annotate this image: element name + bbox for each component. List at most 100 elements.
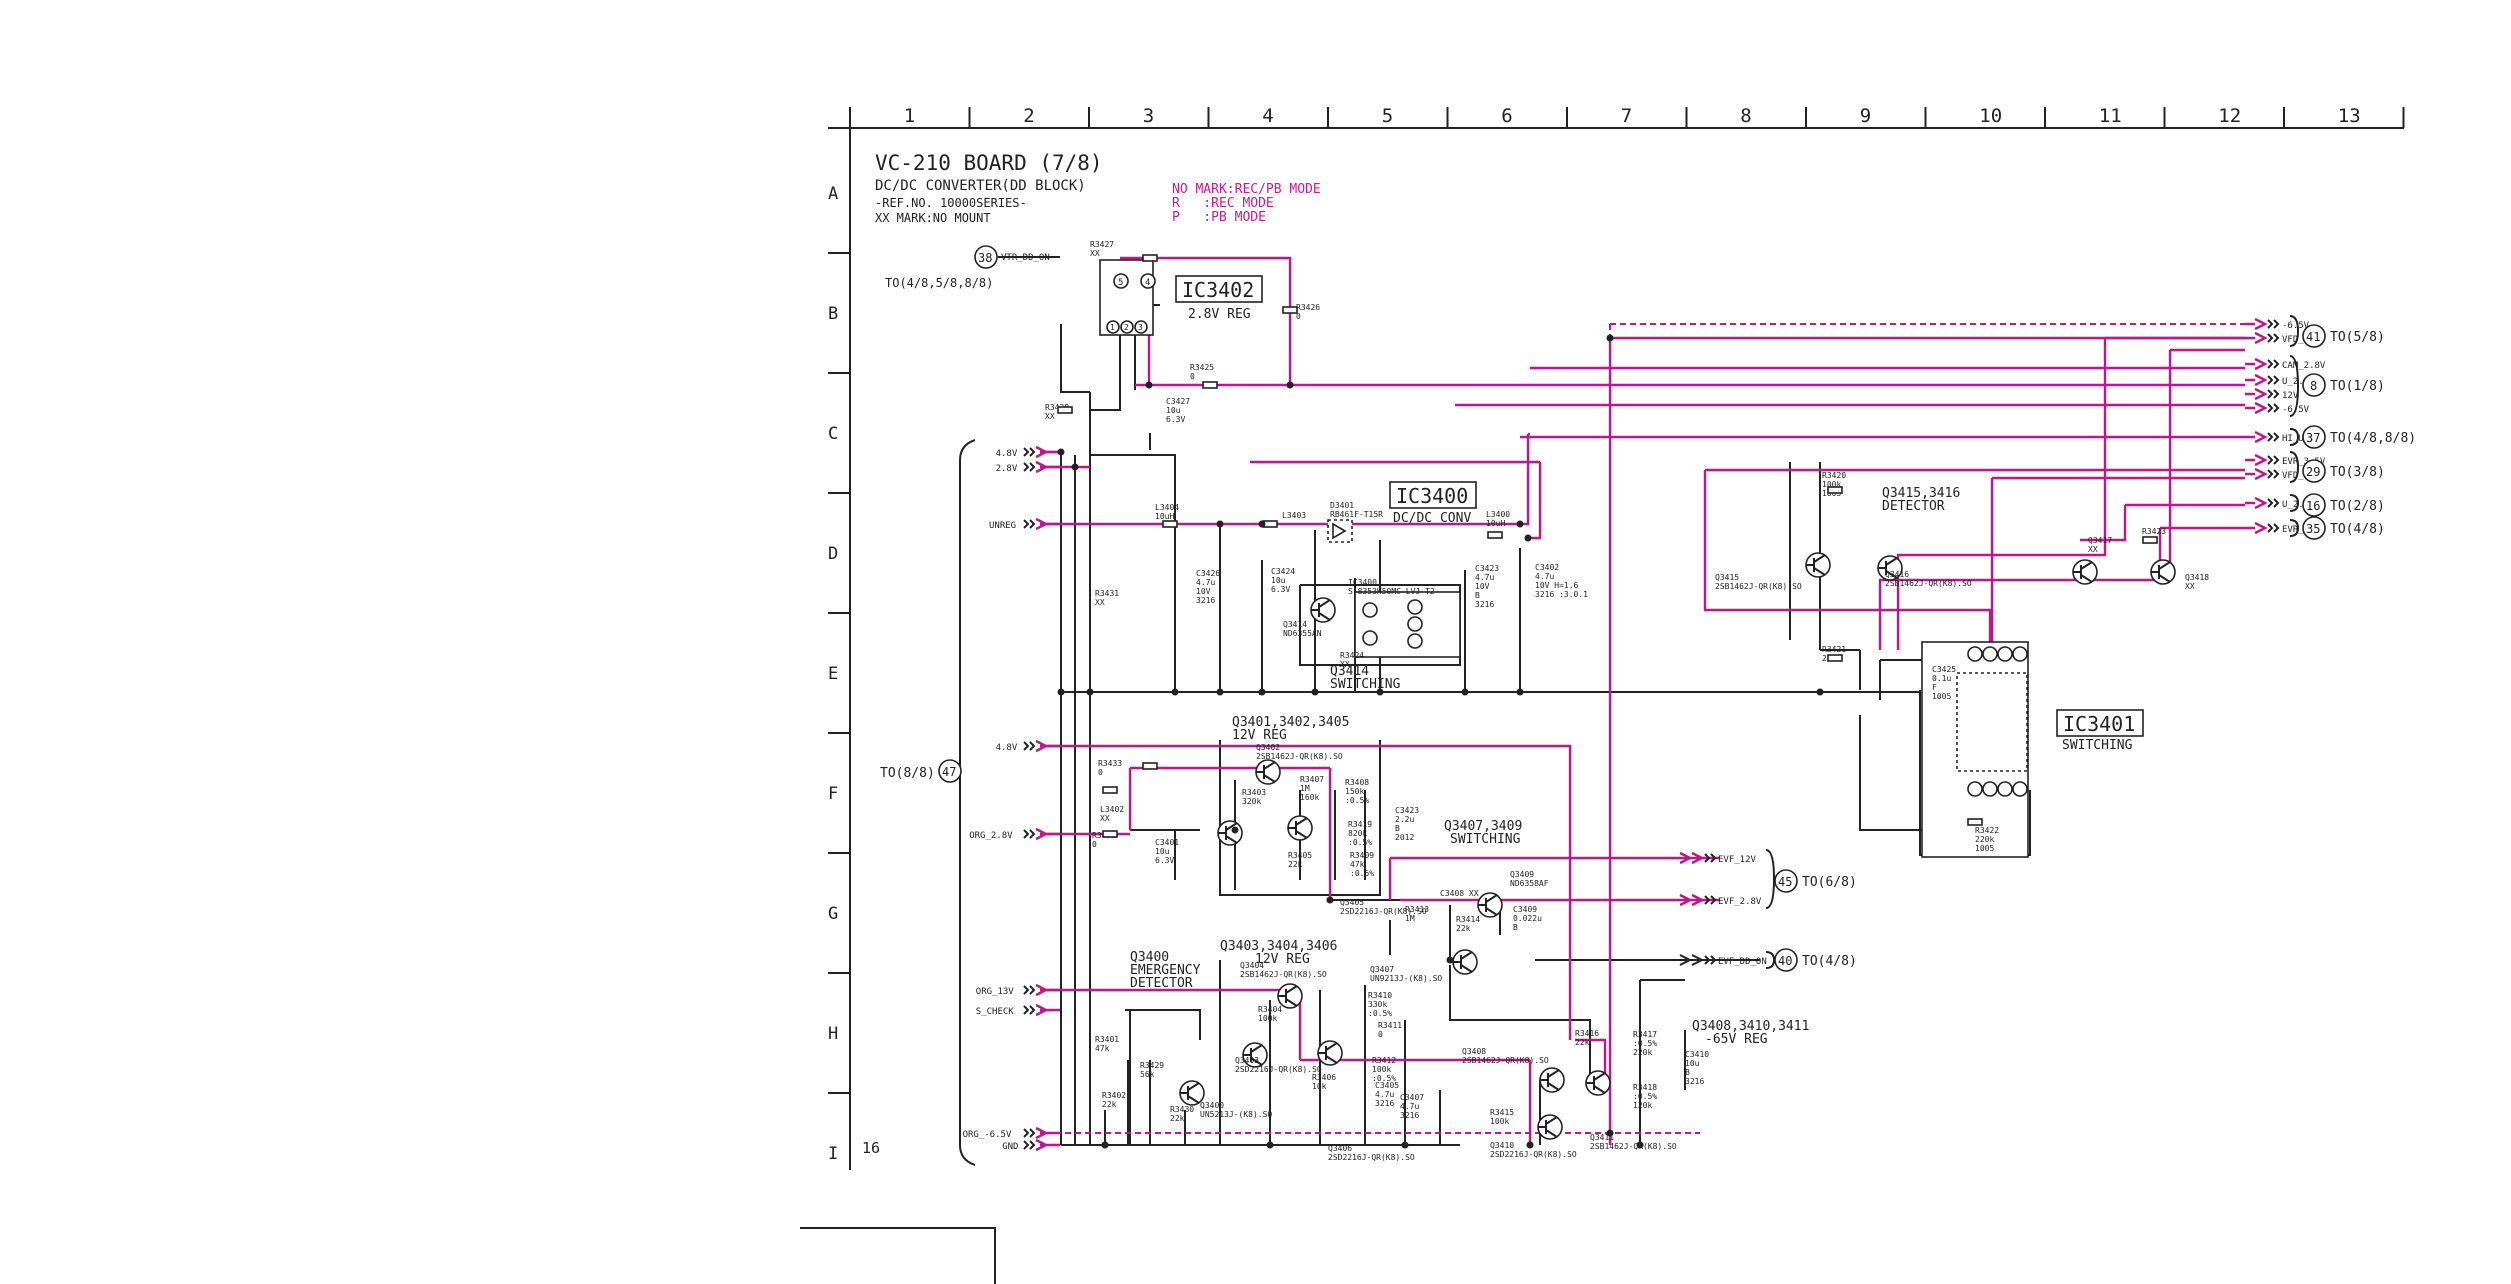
resistor-symbol <box>1827 486 1843 494</box>
output-signal-label: EVR_3.5V <box>2282 457 2326 467</box>
junction-dot <box>1266 1141 1274 1149</box>
transistor-symbol <box>1585 1070 1611 1096</box>
svg-text:4: 4 <box>1145 278 1150 288</box>
component-label: 10u <box>1685 1059 1700 1068</box>
component-label: Q3416 <box>1885 570 1909 579</box>
component-label: 3216 :3.0.1 <box>1535 590 1588 599</box>
transistor-symbol <box>1317 1040 1343 1066</box>
component-label: C3427 <box>1166 397 1190 406</box>
component-label: Q3414 <box>1283 620 1307 629</box>
frame-corner <box>800 1227 996 1284</box>
output-pin <box>2245 357 2280 371</box>
junction-dot <box>1326 896 1334 904</box>
ic3400-block: IC3400 DC/DC CONV <box>1327 481 1477 658</box>
component-label: B <box>1475 591 1480 600</box>
component-label: Q3417 <box>2088 536 2112 545</box>
junction-dot <box>1376 688 1384 696</box>
component-label: 820k <box>1348 829 1367 838</box>
component-label: Q3400 <box>1200 1101 1224 1110</box>
column-label: 13 <box>2338 105 2361 127</box>
junction-dot <box>1606 1129 1614 1137</box>
component-label: B <box>1513 923 1518 932</box>
row-label: G <box>828 904 838 924</box>
connector-41-dest: TO(5/8) <box>2330 330 2385 345</box>
mode-legend-line: NO MARK:REC/PB MODE <box>1172 182 1321 197</box>
input-signal-label: 4.8V <box>996 449 1018 459</box>
component-label: R3433 <box>1098 759 1122 768</box>
connector-8-dest: TO(1/8) <box>2330 379 2385 394</box>
component-label: R3418 <box>1633 1083 1657 1092</box>
component-label: 3216 <box>1196 596 1215 605</box>
component-label: 120k <box>1633 1101 1652 1110</box>
transistor-symbol <box>1805 552 1831 578</box>
ic3401-block: IC3401 SWITCHING <box>1921 641 2144 858</box>
component-labels: R3427XXR34260R34250R3428XXC342710u6.3VL3… <box>1045 240 2209 1162</box>
ic3400-desc: DC/DC CONV <box>1393 511 1471 526</box>
component-label: Q3405 <box>1340 898 1364 907</box>
component-label: R3430 <box>1170 1105 1194 1114</box>
component-label: C3409 <box>1513 905 1537 914</box>
component-label: 1M <box>1300 784 1310 793</box>
component-label: 2SB1462J-QR(K8).SO <box>1256 752 1343 761</box>
component-label: D3401 <box>1330 501 1354 510</box>
component-label: Q3408 <box>1462 1047 1486 1056</box>
q3407-block-function: SWITCHING <box>1450 832 1521 847</box>
component-label: Q3402 <box>1256 743 1280 752</box>
component-label: 3216 <box>1685 1077 1704 1086</box>
component-label: R3411 <box>1378 1021 1402 1030</box>
junction-dot <box>1524 534 1532 542</box>
component-label: 100k <box>1822 480 1841 489</box>
resistor-symbol <box>1967 818 1983 826</box>
q3401-block-title: Q3401,3402,3405 <box>1232 715 1349 730</box>
column-label: 10 <box>1979 105 2002 127</box>
connector-47-number: 47 <box>942 765 956 779</box>
transistor-symbol <box>1179 1080 1205 1106</box>
component-label: 47k <box>1350 860 1365 869</box>
transistor-symbol <box>1310 597 1336 623</box>
connector-37-dest: TO(4/8,8/8) <box>2330 431 2416 446</box>
junction-dot <box>1311 688 1319 696</box>
transistor-symbol <box>1539 1067 1565 1093</box>
component-label: 22k <box>1575 1038 1590 1047</box>
component-label: F <box>1932 683 1937 692</box>
component-label: Q3407 <box>1370 965 1394 974</box>
component-label: ND6355AN <box>1283 629 1322 638</box>
ref-no: -REF.NO. 10000SERIES- <box>875 196 1027 210</box>
row-label: A <box>828 184 838 204</box>
connector-16-dest: TO(2/8) <box>2330 499 2385 514</box>
component-label: 2SB1462J-QR(K8).SO <box>1715 582 1802 591</box>
component-label: R3426 <box>1296 303 1320 312</box>
component-label: 2.2u <box>1395 815 1414 824</box>
component-label: L3404 <box>1155 503 1179 512</box>
output-signal-label: CAM_2.8V <box>2282 361 2326 371</box>
row-label: H <box>828 1024 838 1044</box>
q3403-block-title: Q3403,3404,3406 <box>1220 939 1337 954</box>
q3414-block-function: SWITCHING <box>1330 677 1401 692</box>
junction-dot <box>1216 688 1224 696</box>
connector-40-number: 40 <box>1778 954 1792 968</box>
junction-dot <box>1401 1141 1409 1149</box>
output-pin <box>2245 430 2280 444</box>
component-label: S-8353H50MC-LVJ-T2 <box>1348 587 1435 596</box>
column-label: 12 <box>2218 105 2241 127</box>
column-label: 2 <box>1023 105 1034 127</box>
component-label: 100k <box>1372 1065 1391 1074</box>
output-signal-label: EVF_DD_ON <box>1718 957 1767 967</box>
component-label: Q3404 <box>1240 961 1264 970</box>
resistor-symbol <box>1102 830 1118 838</box>
component-label: 1005 <box>1975 844 1994 853</box>
component-label: :0.5% <box>1633 1092 1657 1101</box>
junction-dot <box>1286 381 1294 389</box>
sheet-subtitle: DC/DC CONVERTER(DD BLOCK) <box>875 178 1086 194</box>
row-label: D <box>828 544 838 564</box>
row-label: F <box>828 784 838 804</box>
transistor-symbol <box>1452 949 1478 975</box>
component-label: 4.7u <box>1535 572 1554 581</box>
connector-41-number: 41 <box>2306 330 2320 344</box>
input-pin <box>1023 1138 1060 1152</box>
component-label: 10u <box>1166 406 1181 415</box>
component-label: Q3418 <box>2185 573 2209 582</box>
input-pin <box>1023 739 1060 753</box>
column-label: 9 <box>1860 105 1871 127</box>
